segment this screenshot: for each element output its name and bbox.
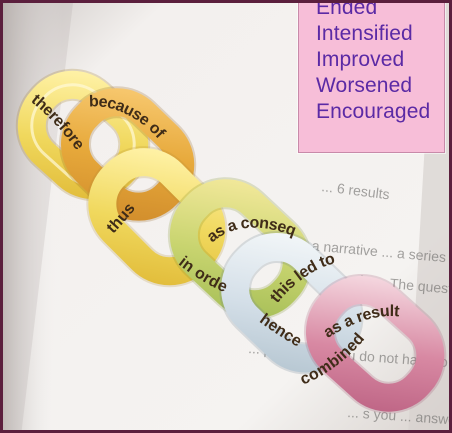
connective-item-ended: Ended (316, 3, 436, 21)
connectives-list: Ended Intensified Improved Worsened Enco… (316, 3, 436, 125)
connective-item-encouraged: Encouraged (316, 99, 436, 125)
connective-item-worsened: Worsened (316, 73, 436, 99)
connective-item-improved: Improved (316, 47, 436, 73)
connective-item-intensified: Intensified (316, 21, 436, 47)
connectives-callout: Ended Intensified Improved Worsened Enco… (298, 3, 445, 153)
